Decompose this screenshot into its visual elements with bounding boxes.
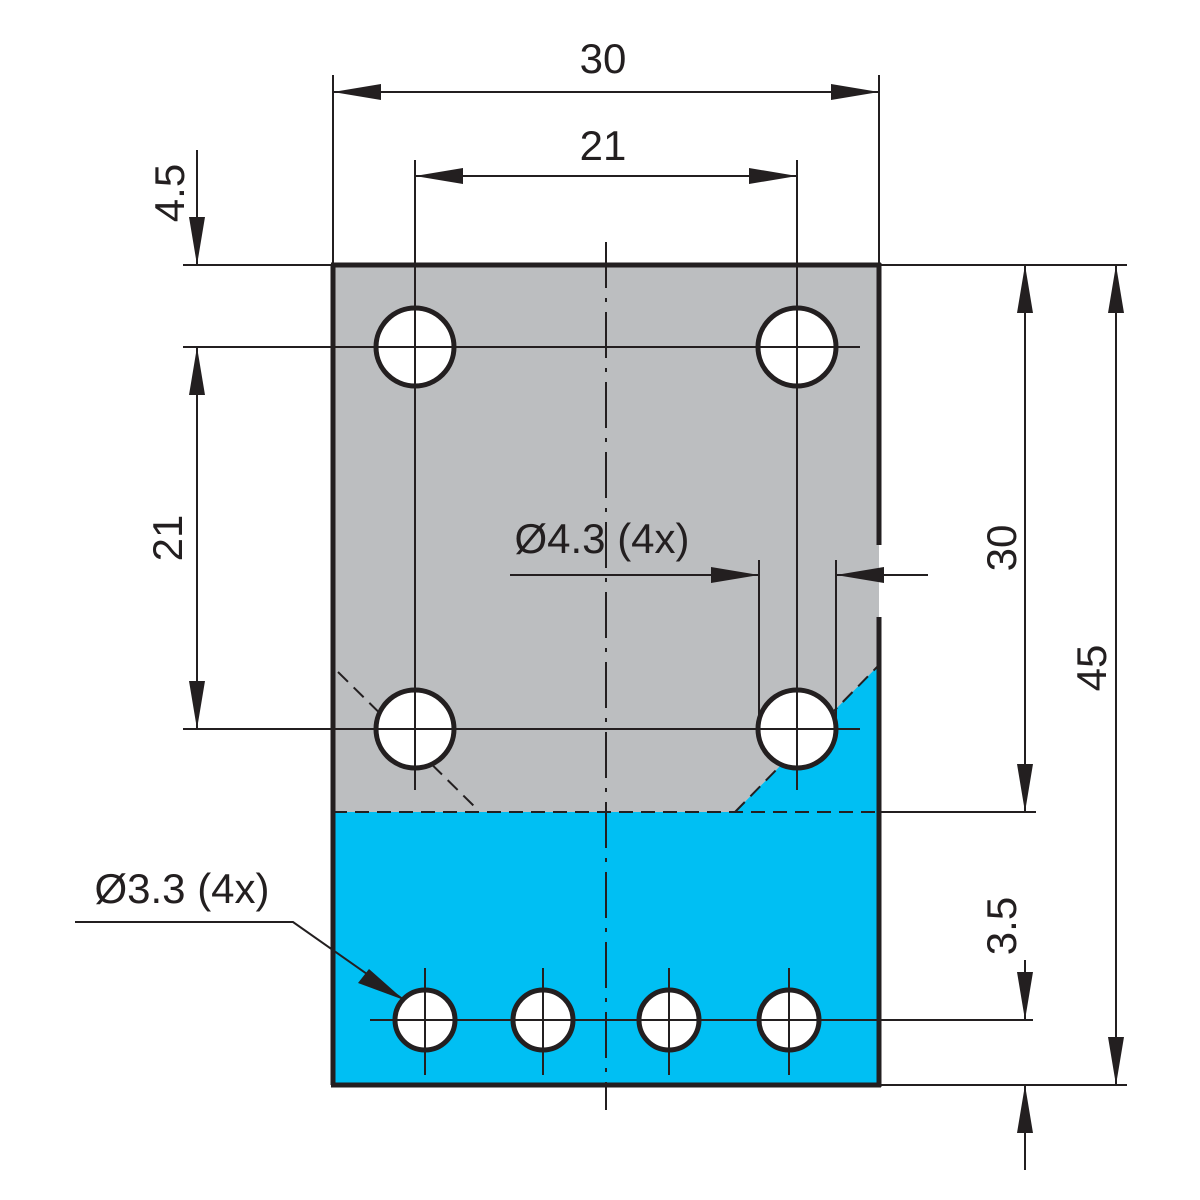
arrowheads [189,84,1124,1133]
arrow-hole-spacing-right [749,168,797,184]
arrow-hole-spacing-left [415,168,463,184]
label-small-hole-callout: Ø3.3 (4x) [94,865,269,912]
arrow-overall-width-right [831,84,879,100]
hidden-line-right-diagonal [734,664,880,813]
label-hole-spacing-vertical: 21 [144,515,191,562]
arrow-upper-section-bottom [1017,764,1033,812]
arrow-top-offset [189,217,205,265]
label-hole-spacing-horizontal: 21 [580,122,627,169]
label-large-hole-callout: Ø4.3 (4x) [514,515,689,562]
label-overall-height: 45 [1068,645,1115,692]
arrow-overall-height-bottom [1108,1037,1124,1085]
arrow-bottom-offset-lower [1017,1085,1033,1133]
plate-outline [330,262,882,1088]
label-top-offset: 4.5 [146,164,193,222]
extension-lines [183,75,1127,1086]
label-upper-section-height: 30 [978,525,1025,572]
arrow-hole-spacing-vertical-bottom [189,681,205,729]
arrow-small-hole-callout [358,969,404,1000]
dimension-labels: 30 21 4.5 21 30 45 3.5 Ø4.3 (4x) Ø3.3 (4… [94,35,1115,955]
arrow-overall-height-top [1108,265,1124,313]
label-bottom-offset: 3.5 [978,897,1025,955]
arrow-upper-section-top [1017,265,1033,313]
arrow-bottom-offset-upper [1017,972,1033,1020]
arrow-hole-spacing-vertical-top [189,347,205,395]
arrow-overall-width-left [333,84,381,100]
label-overall-width: 30 [580,35,627,82]
arrow-large-hole-right [836,567,884,583]
arrow-large-hole-left [711,567,759,583]
hole-center-lines [183,160,1033,1075]
